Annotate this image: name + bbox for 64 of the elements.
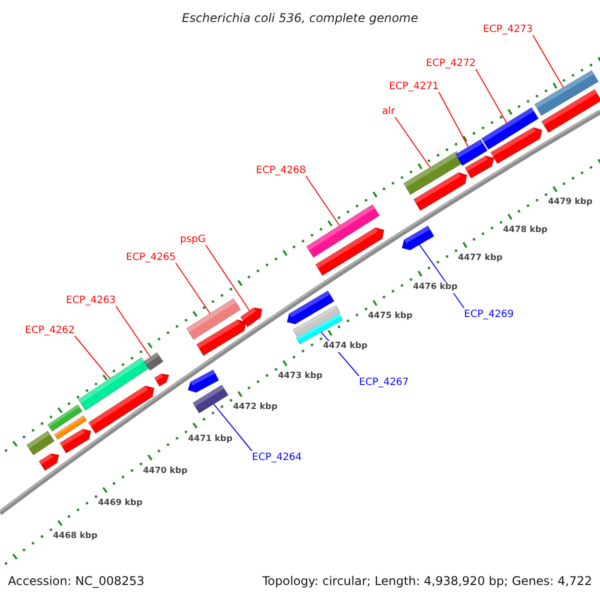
- gene-feature: [306, 204, 380, 258]
- gene-label: ECP_4262: [25, 324, 75, 337]
- gene-feature: [192, 384, 229, 414]
- gene-feature-pointed: [315, 227, 384, 276]
- scale-label: 4468 kbp: [53, 531, 98, 542]
- leader-line: [438, 92, 469, 148]
- gene-feature: [292, 305, 340, 337]
- gene-feature-pointed: [38, 453, 60, 472]
- gene-label: ECP_4267: [359, 376, 409, 389]
- gene-label: ECP_4264: [252, 451, 302, 464]
- gene-feature: [403, 150, 464, 196]
- gene-feature: [186, 298, 241, 340]
- leader-line: [475, 68, 508, 124]
- gene-label: alr: [382, 105, 396, 118]
- gene-feature: [78, 357, 150, 411]
- gene-label: pspG: [180, 233, 206, 246]
- leader-line: [213, 404, 252, 452]
- scale-label: 4478 kbp: [503, 224, 548, 236]
- leader-line: [394, 116, 431, 168]
- gene-feature-pointed: [240, 307, 262, 328]
- scale-label: 4474 kbp: [323, 340, 368, 352]
- gene-feature-pointed: [413, 172, 468, 212]
- gene-feature: [481, 107, 539, 150]
- gene-feature: [26, 430, 55, 456]
- gene-feature: [455, 138, 488, 166]
- scale-label: 4471 kbp: [188, 434, 232, 445]
- leader-line: [175, 262, 210, 314]
- scale-label: 4477 kbp: [458, 252, 502, 264]
- leader-line: [532, 34, 564, 88]
- gene-feature-pointed: [59, 428, 92, 454]
- scale-label: 4479 kbp: [548, 197, 592, 208]
- gene-feature: [534, 70, 599, 116]
- gene-feature: [54, 415, 88, 440]
- scale-label: 4472 kbp: [233, 402, 278, 414]
- scale-label: 4469 kbp: [98, 498, 142, 510]
- scale-label: 4470 kbp: [143, 466, 188, 476]
- gene-feature-pointed: [196, 319, 246, 356]
- footer-text: Topology: circular; Length: 4,938,920 bp; Genes: 4,722: [262, 573, 592, 589]
- gene-feature: [143, 352, 164, 371]
- gene-label: ECP_4272: [426, 57, 476, 70]
- leader-line: [115, 306, 151, 358]
- gene-label: ECP_4263: [66, 294, 116, 307]
- gene-feature-pointed: [286, 290, 335, 324]
- gene-feature-pointed: [464, 155, 494, 179]
- gene-feature-pointed: [490, 127, 542, 164]
- leader-line: [205, 244, 250, 312]
- gene-label: ECP_4273: [483, 23, 533, 36]
- gene-feature: [541, 88, 600, 134]
- scale-label: 4473 kbp: [278, 371, 322, 382]
- gene-label: ECP_4268: [256, 164, 306, 177]
- leader-line: [74, 336, 110, 380]
- scale-label: 4476 kbp: [413, 282, 458, 293]
- footer-text: Accession: NC_008253: [8, 573, 144, 589]
- gene-feature-pointed: [402, 225, 434, 250]
- gene-label: ECP_4271: [389, 80, 439, 93]
- gene-label: ECP_4269: [464, 308, 514, 321]
- leader-line: [305, 176, 340, 226]
- gene-feature-pointed: [188, 369, 220, 393]
- gene-label: ECP_4265: [126, 251, 176, 264]
- gene-feature-pointed: [88, 385, 154, 434]
- scale-label: 4475 kbp: [368, 311, 412, 322]
- gene-feature-pointed: [154, 373, 170, 387]
- diagram-title: Escherichia coli 536, complete genome: [180, 10, 420, 27]
- gene-feature: [47, 404, 83, 432]
